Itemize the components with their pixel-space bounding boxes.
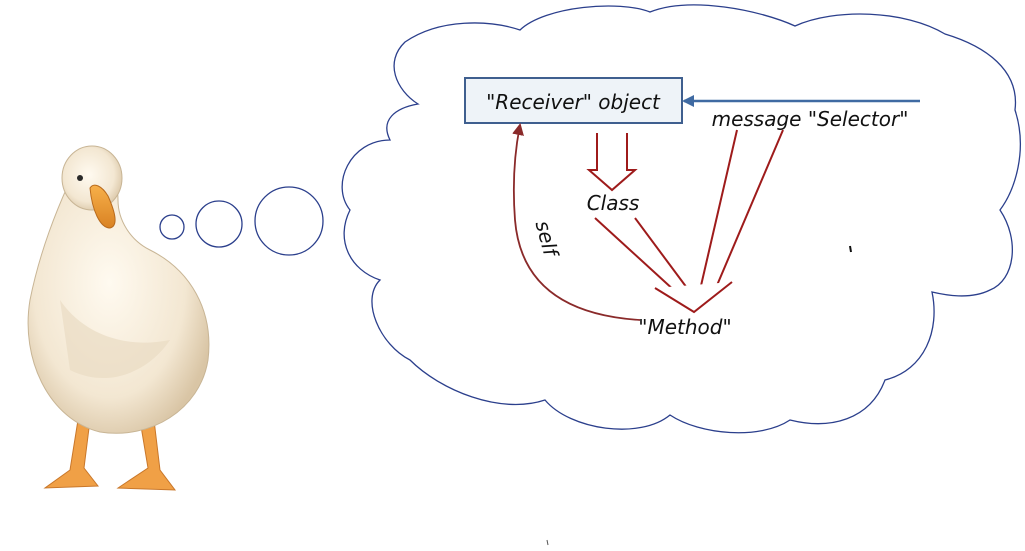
stray-mark-bottom <box>546 539 549 546</box>
cloud-outline <box>341 4 1021 434</box>
self-arrow <box>512 123 641 321</box>
stray-mark <box>849 245 852 253</box>
bubble-small <box>159 214 185 240</box>
thought-bubble <box>159 4 1021 434</box>
message-label: message "Selector" <box>712 107 909 131</box>
class-arrow <box>586 133 638 192</box>
class-label: Class <box>587 191 640 215</box>
duck-illustration <box>27 145 210 491</box>
self-label: self <box>531 218 564 261</box>
bubble-medium <box>195 200 243 248</box>
receiver-box <box>464 77 683 124</box>
bubble-large <box>254 186 324 256</box>
receiver-label: "Receiver" object <box>486 90 661 114</box>
method-label: "Method" <box>638 315 731 339</box>
method-arrows <box>594 129 784 314</box>
